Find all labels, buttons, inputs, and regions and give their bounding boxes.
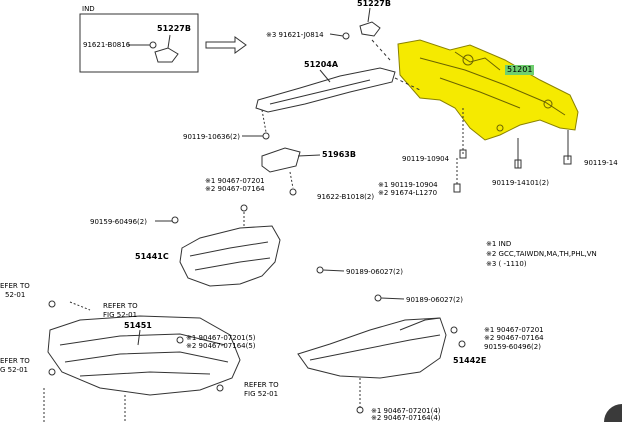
- legend-line-2: ※2 GCC,TAIWDN,MA,TH,PHL,VN: [486, 250, 597, 258]
- part-90119-right[interactable]: 90119-14: [584, 159, 618, 167]
- inset-part-51227b[interactable]: 51227B: [157, 24, 191, 33]
- part-90467-07164-b[interactable]: ※2 90467-07164(5): [186, 342, 256, 350]
- part-90467-07164-c[interactable]: ※2 90467-07164: [484, 334, 544, 342]
- part-51963b[interactable]: 51963B: [322, 150, 356, 159]
- part-51227b[interactable]: 51227B: [357, 0, 391, 8]
- part-51451[interactable]: 51451: [124, 321, 152, 330]
- part-90159-60496-a[interactable]: 90159-60496(2): [90, 218, 147, 226]
- legend-line-1: ※1 IND: [486, 240, 512, 248]
- refer-left-b-line1[interactable]: EFER TO: [0, 357, 30, 365]
- part-90119-14101[interactable]: 90119-14101(2): [492, 179, 549, 187]
- refer-bot-line2[interactable]: FIG 52-01: [244, 390, 279, 398]
- part-90467-07164-d[interactable]: ※2 90467-07164(4): [371, 414, 441, 422]
- part-90119-10904-left[interactable]: 90119-10904: [402, 155, 450, 163]
- part-51204a[interactable]: 51204A: [304, 60, 339, 69]
- part-90467-07201-c[interactable]: ※1 90467-07201: [484, 326, 544, 334]
- inset-title: IND: [82, 5, 95, 13]
- legend-line-3: ※3 ( -1110): [486, 260, 527, 268]
- refer-mid-line1[interactable]: REFER TO: [103, 302, 138, 310]
- refer-bot-line1[interactable]: REFER TO: [244, 381, 279, 389]
- crossmember-51201-shape[interactable]: [397, 39, 579, 141]
- inset-part-91621[interactable]: 91621-B0816: [83, 41, 131, 49]
- part-90119-10904-mid[interactable]: ※1 90119-10904: [378, 181, 438, 189]
- part-90119-10636[interactable]: 90119-10636(2): [183, 133, 240, 141]
- part-90467-07201-a[interactable]: ※1 90467-07201: [205, 177, 265, 185]
- part-91674-l1270[interactable]: ※2 91674-L1270: [378, 189, 438, 197]
- part-51442e[interactable]: 51442E: [453, 356, 487, 365]
- part-90467-07201-d[interactable]: ※1 90467-07201(4): [371, 407, 441, 415]
- part-51441c[interactable]: 51441C: [135, 252, 169, 261]
- refer-left-a-line2[interactable]: 52-01: [5, 291, 26, 299]
- part-90189-06027-a[interactable]: 90189-06027(2): [346, 268, 403, 276]
- refer-mid-line2[interactable]: FIG 52-01: [103, 311, 138, 319]
- part-91622-b1018[interactable]: 91622-B1018(2): [317, 193, 375, 201]
- part-90467-07164-a[interactable]: ※2 90467-07164: [205, 185, 265, 193]
- part-90159-60496-b[interactable]: 90159-60496(2): [484, 343, 541, 351]
- part-91621-j0814[interactable]: ※3 91621-J0814: [266, 31, 324, 39]
- part-90467-07201-b[interactable]: ※1 90467-07201(5): [186, 334, 256, 342]
- part-51201[interactable]: 51201: [505, 65, 535, 75]
- refer-left-a-line1[interactable]: EFER TO: [0, 282, 30, 290]
- refer-left-b-line2[interactable]: G 52-01: [0, 366, 28, 374]
- part-90189-06027-b[interactable]: 90189-06027(2): [406, 296, 463, 304]
